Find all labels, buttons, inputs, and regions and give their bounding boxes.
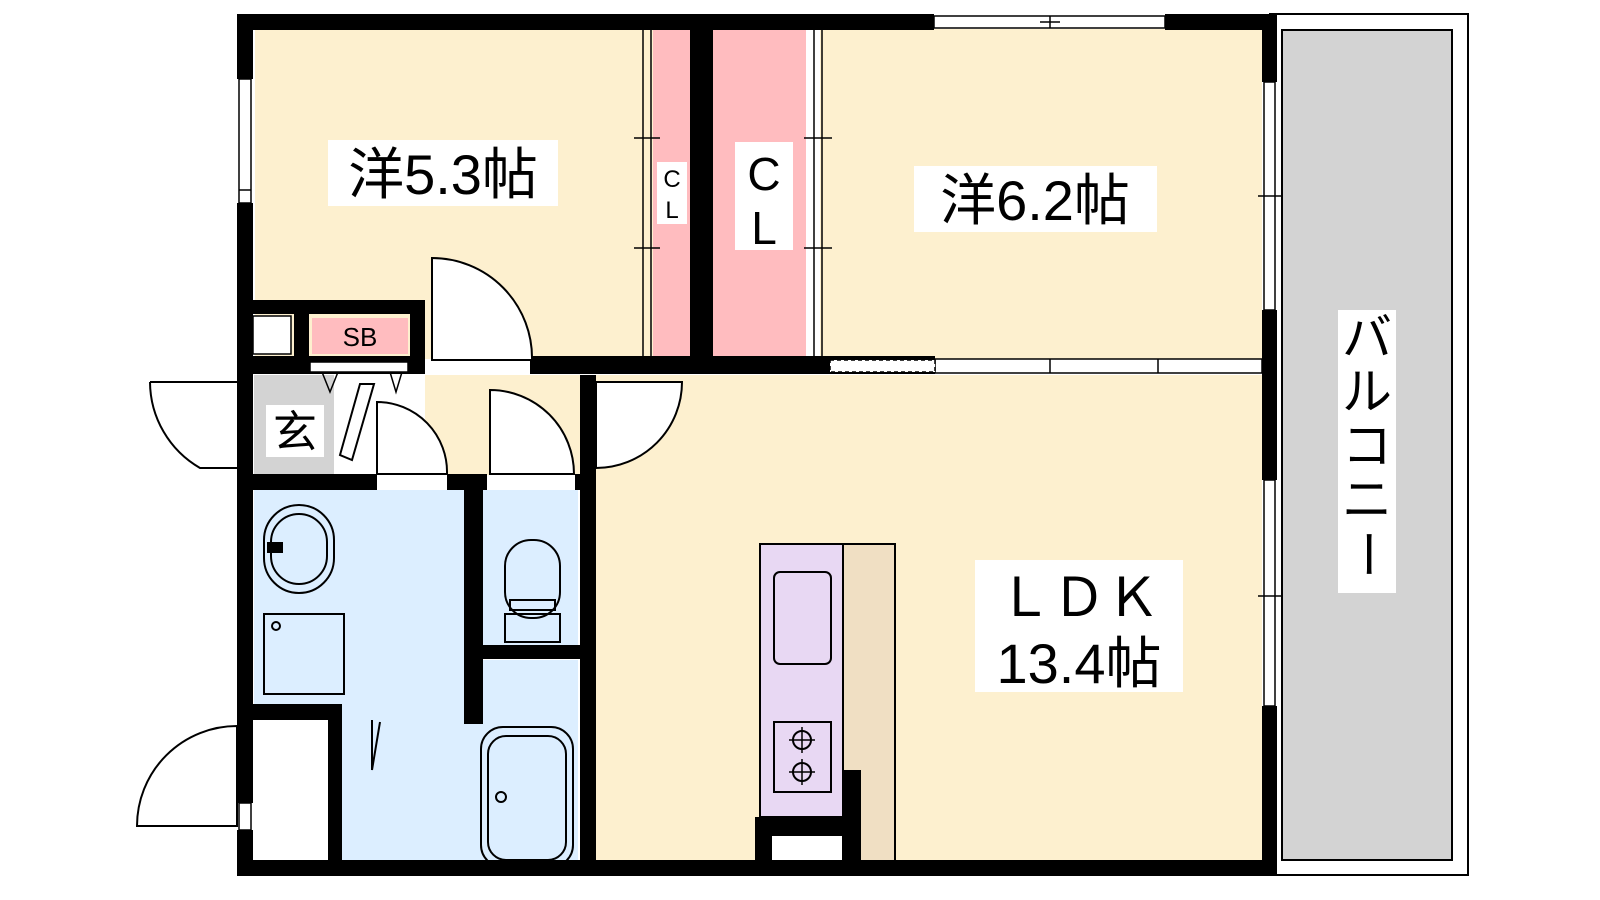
balcony-label-char: ー — [1339, 529, 1395, 579]
balcony-label-char: バ — [1342, 310, 1392, 366]
sliding-door-western2 — [934, 358, 1263, 374]
washbasin — [263, 504, 335, 594]
closet-large-label-c: C — [747, 148, 780, 200]
bath-fixtures — [263, 504, 574, 868]
shoe-box-label: SB — [343, 322, 378, 352]
storage-small-box — [252, 315, 292, 355]
door-entrance — [149, 381, 237, 469]
closet-doors — [634, 29, 832, 359]
washing-machine-pan — [263, 613, 345, 695]
doors — [135, 256, 684, 827]
door-washroom — [376, 400, 449, 475]
door-western-1 — [431, 256, 534, 361]
room-label-western-2: 洋6.2帖 — [940, 169, 1130, 232]
room-label-western-1: 洋5.3帖 — [348, 143, 538, 206]
storage-box — [254, 720, 332, 875]
entrance-marks — [252, 315, 409, 395]
stove — [773, 721, 832, 793]
closet-small-label-c: C — [663, 166, 680, 193]
closet-large-label-l: L — [751, 202, 777, 254]
balcony-label-char: コ — [1342, 418, 1392, 474]
door-toilet — [489, 388, 576, 475]
bathroom — [342, 660, 578, 875]
closet-small-label-l: L — [665, 197, 678, 224]
window-left — [238, 78, 252, 204]
door-ldk — [595, 381, 684, 470]
balcony-label-char: ニ — [1342, 472, 1392, 528]
window-left-2 — [238, 802, 252, 831]
toilet — [504, 539, 561, 619]
sink — [773, 571, 832, 665]
ldk-label: ＬＤＫ — [998, 568, 1160, 628]
door-storage — [135, 724, 238, 827]
entrance-label: 玄 — [273, 408, 317, 457]
window-right-2 — [1263, 479, 1276, 707]
ldk-area: 13.4帖 — [997, 632, 1162, 695]
sliding-door-closet — [829, 359, 936, 373]
walls — [237, 14, 1277, 876]
windows — [238, 15, 1282, 831]
toilet-room — [483, 490, 578, 645]
balcony-label-char: ル — [1342, 364, 1392, 420]
entrance-step-door — [338, 383, 376, 462]
